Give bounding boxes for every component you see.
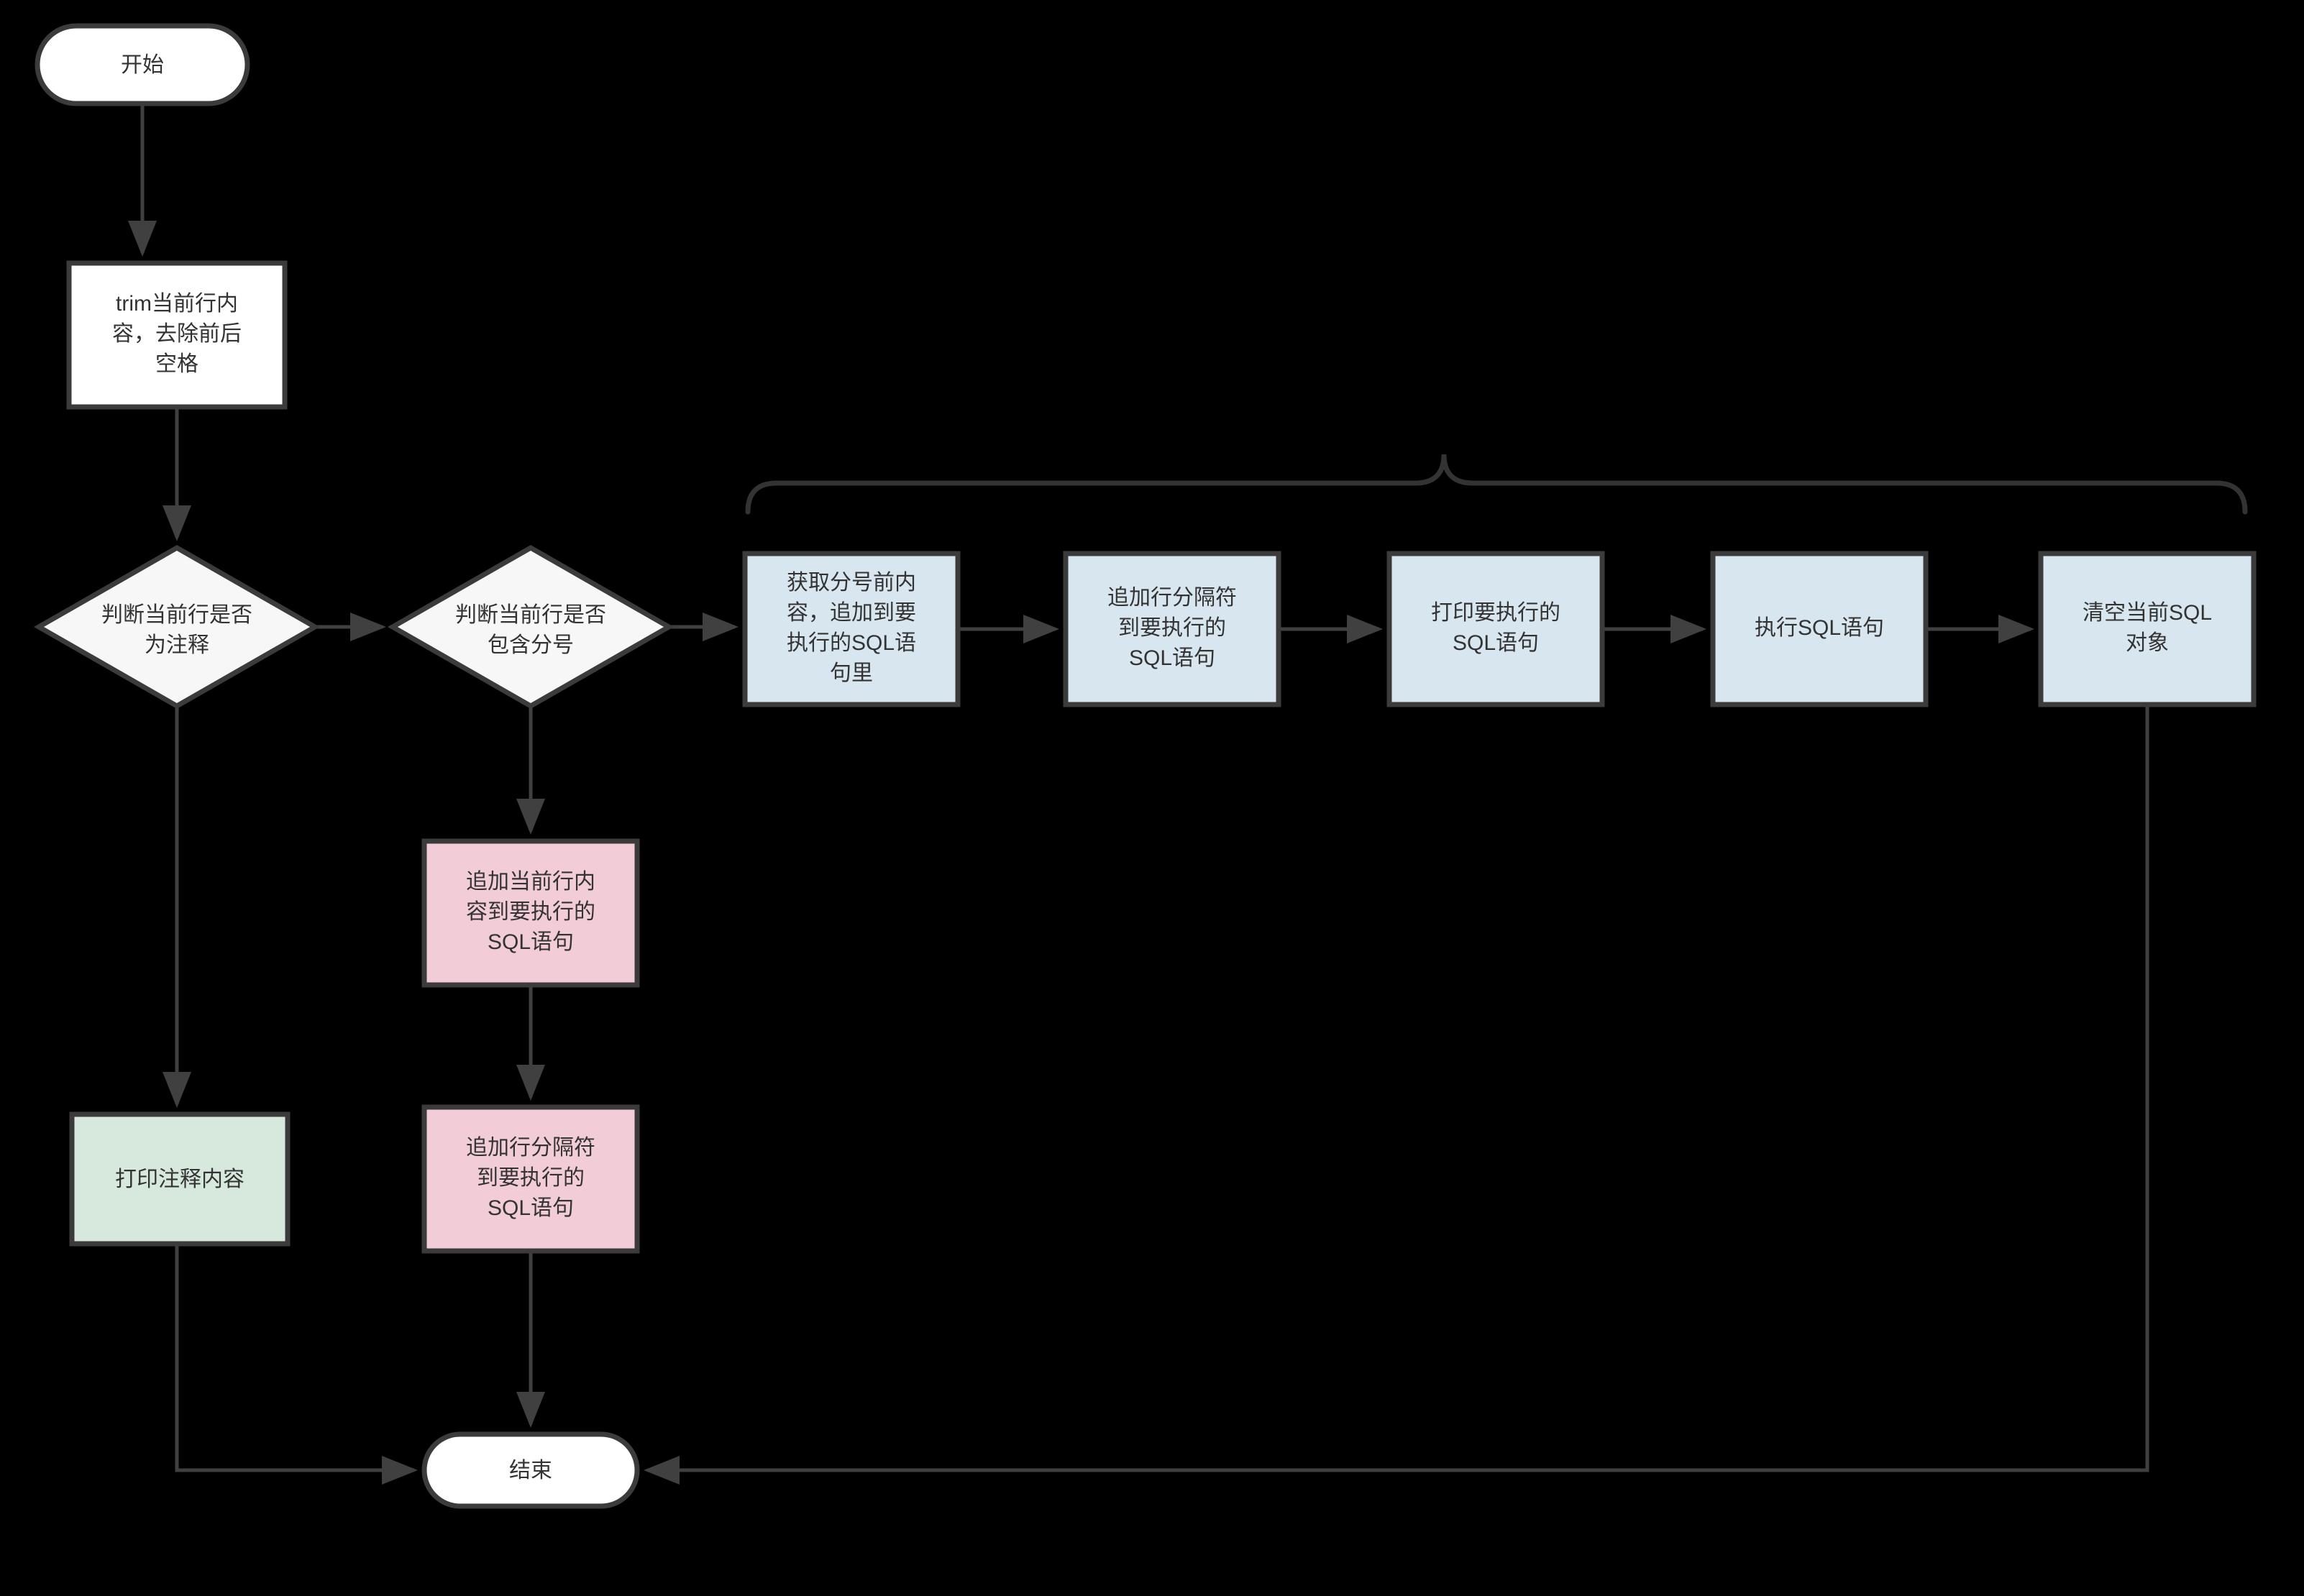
process-execute-sql-shape — [1710, 551, 1929, 707]
node-process-append-line-separator-2[interactable]: 追加行分隔符 到要执行的 SQL语句 — [421, 1104, 640, 1254]
process-append-line-separator-2-shape — [421, 1104, 640, 1254]
process-print-comment-shape — [69, 1111, 291, 1247]
process-append-line-separator-1-label-2: 到要执行的 — [1118, 616, 1226, 640]
decision-has-semicolon-label-1: 判断当前行是否 — [455, 603, 606, 627]
trim-line-process-label-1: trim当前行内 — [116, 292, 238, 316]
process-take-content-before-semicolon-label-1: 获取分号前内 — [787, 571, 916, 595]
process-append-line-separator-2-label-3: SQL语句 — [488, 1196, 574, 1220]
process-print-sql-label-2: SQL语句 — [1453, 631, 1539, 655]
decision-is-comment-shape — [33, 544, 321, 710]
node-process-append-line-separator-1[interactable]: 追加行分隔符 到要执行的 SQL语句 — [1063, 551, 1281, 707]
process-take-content-before-semicolon-label-2: 容，追加到要 — [787, 601, 916, 625]
process-append-line-separator-1-label-3: SQL语句 — [1129, 646, 1215, 670]
process-print-sql-label-1: 打印要执行的 — [1431, 601, 1560, 625]
edges-layer — [128, 104, 2149, 1485]
decision-is-comment-label-1: 判断当前行是否 — [101, 603, 252, 627]
process-append-line-separator-1-label-1: 追加行分隔符 — [1107, 586, 1237, 610]
process-append-line-separator-1-shape — [1063, 551, 1281, 707]
node-decision-has-semicolon[interactable]: 判断当前行是否 包含分号 — [387, 544, 675, 710]
end-terminator-label: 结束 — [509, 1459, 552, 1482]
process-take-content-before-semicolon-label-4: 句里 — [830, 661, 873, 685]
node-decision-is-comment[interactable]: 判断当前行是否 为注释 — [33, 544, 321, 710]
node-start-terminator[interactable]: 开始 — [35, 23, 250, 106]
process-clear-current-sql-object-label-1: 清空当前SQL — [2083, 601, 2212, 625]
annotation-layer — [745, 454, 2248, 515]
process-take-content-before-semicolon-shape — [742, 551, 961, 707]
process-execute-sql-label-1: 执行SQL语句 — [1755, 616, 1884, 640]
group-brace-icon — [745, 454, 2248, 515]
node-process-append-current-line[interactable]: 追加当前行内 容到要执行的 SQL语句 — [421, 838, 640, 988]
trim-line-process-shape — [66, 260, 288, 410]
start-terminator-label: 开始 — [121, 53, 164, 77]
process-print-sql-shape — [1386, 551, 1605, 707]
start-terminator-shape — [35, 23, 250, 106]
node-process-take-content-before-semicolon[interactable]: 获取分号前内 容，追加到要 执行的SQL语 句里 — [742, 551, 961, 707]
trim-line-process-label-3: 空格 — [155, 352, 198, 376]
process-take-content-before-semicolon-label-3: 执行的SQL语 — [787, 631, 916, 655]
edge-blue5-to-end — [644, 705, 2149, 1485]
nodes-layer: 开始 trim当前行内 容，去除前后 空格 判断当前行是否 为注释 判断当前行是… — [33, 23, 2257, 1509]
node-process-clear-current-sql-object[interactable]: 清空当前SQL 对象 — [2038, 551, 2257, 707]
process-print-comment-label-1: 打印注释内容 — [115, 1168, 244, 1191]
process-append-line-separator-2-label-1: 追加行分隔符 — [466, 1136, 595, 1160]
process-append-line-separator-2-label-2: 到要执行的 — [477, 1166, 585, 1190]
end-terminator-shape — [421, 1431, 640, 1509]
process-append-current-line-label-3: SQL语句 — [488, 930, 574, 954]
process-append-current-line-label-2: 容到要执行的 — [466, 900, 595, 924]
process-clear-current-sql-object-shape — [2038, 551, 2257, 707]
node-process-print-sql[interactable]: 打印要执行的 SQL语句 — [1386, 551, 1605, 707]
trim-line-process-label-2: 容，去除前后 — [112, 322, 242, 346]
process-append-current-line-shape — [421, 838, 640, 988]
node-process-print-comment[interactable]: 打印注释内容 — [69, 1111, 291, 1247]
process-append-current-line-label-1: 追加当前行内 — [466, 870, 595, 894]
node-process-execute-sql[interactable]: 执行SQL语句 — [1710, 551, 1929, 707]
edge-print-comment-to-end — [175, 1244, 418, 1485]
process-clear-current-sql-object-label-2: 对象 — [2126, 631, 2169, 655]
decision-has-semicolon-label-2: 包含分号 — [488, 633, 574, 657]
node-trim-line-process[interactable]: trim当前行内 容，去除前后 空格 — [66, 260, 288, 410]
decision-is-comment-label-2: 为注释 — [145, 633, 209, 657]
node-end-terminator[interactable]: 结束 — [421, 1431, 640, 1509]
decision-has-semicolon-shape — [387, 544, 675, 710]
